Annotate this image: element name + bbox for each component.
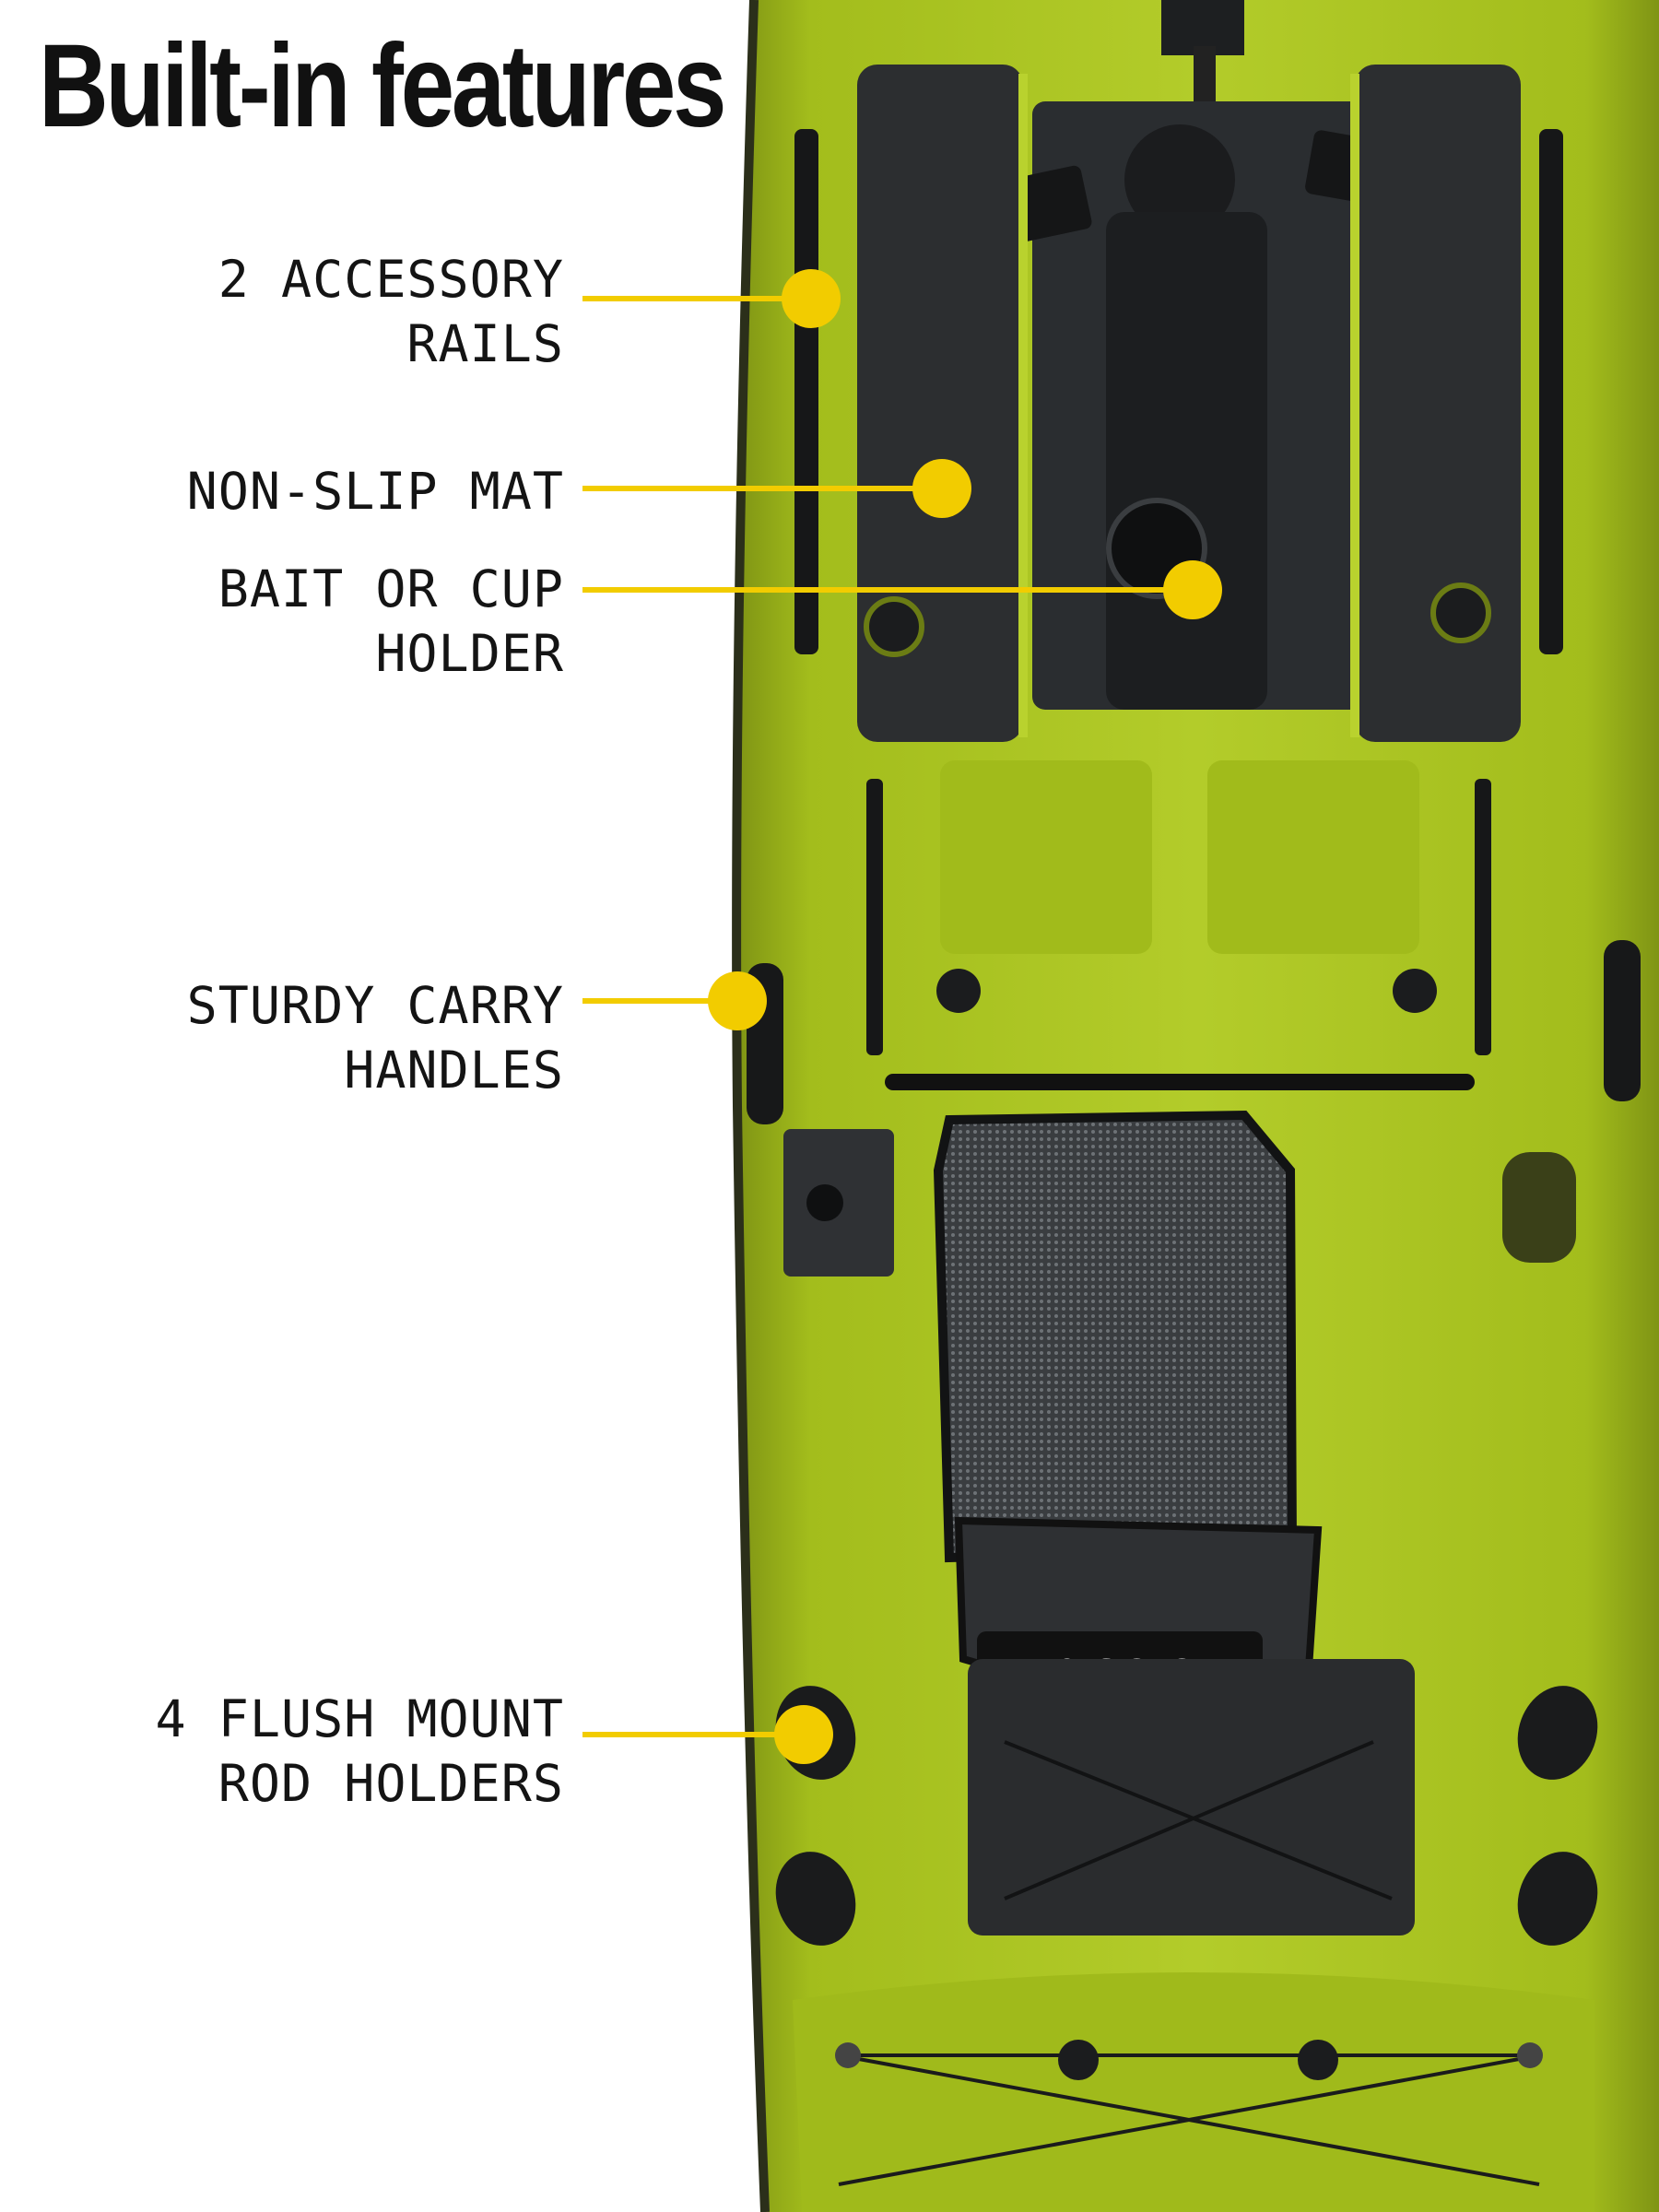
rod-holder-3 xyxy=(775,1852,856,1946)
rod-holder-2 xyxy=(1517,1686,1598,1780)
marker-dot-rod-holders xyxy=(774,1705,833,1764)
leader-line-non-slip-mat xyxy=(582,486,942,491)
accessory-rail-left xyxy=(794,129,818,654)
kayak-image: RotoCraft xyxy=(732,0,1659,2212)
leader-line-accessory-rails xyxy=(582,296,811,301)
non-slip-mat-right xyxy=(1355,65,1521,742)
accessory-rail-right xyxy=(1539,129,1563,654)
leader-line-rod-holders xyxy=(582,1732,804,1737)
marker-dot-non-slip-mat xyxy=(912,459,971,518)
carry-handle-right xyxy=(1604,940,1641,1101)
leader-line-bait-cup-holder xyxy=(582,587,1193,593)
callout-line: 2 ACCESSORY xyxy=(218,250,564,309)
rod-holder-4 xyxy=(1517,1852,1598,1946)
callout-line: HOLDER xyxy=(375,624,564,683)
callout-line: ROD HOLDERS xyxy=(218,1754,564,1813)
callout-accessory-rails: 2 ACCESSORY RAILS xyxy=(218,247,564,376)
callout-line: RAILS xyxy=(406,314,564,373)
leader-line-carry-handles xyxy=(582,998,737,1004)
non-slip-mat-left xyxy=(857,65,1023,742)
callout-non-slip-mat: NON-SLIP MAT xyxy=(187,459,564,524)
seat-back xyxy=(933,1110,1298,1563)
page-title: Built-in features xyxy=(39,20,726,152)
callout-rod-holders: 4 FLUSH MOUNT ROD HOLDERS xyxy=(156,1687,564,1816)
callout-carry-handles: STURDY CARRY HANDLES xyxy=(187,973,564,1102)
callout-line: 4 FLUSH MOUNT xyxy=(155,1689,564,1748)
callout-bait-cup-holder: BAIT OR CUP HOLDER xyxy=(218,557,564,686)
marker-dot-bait-cup-holder xyxy=(1163,560,1222,619)
marker-dot-carry-handles xyxy=(708,971,767,1030)
marker-dot-accessory-rails xyxy=(782,269,841,328)
callout-line: STURDY CARRY xyxy=(186,976,564,1035)
callout-line: NON-SLIP MAT xyxy=(186,462,564,521)
callout-line: HANDLES xyxy=(344,1041,564,1100)
callout-line: BAIT OR CUP xyxy=(218,559,564,618)
